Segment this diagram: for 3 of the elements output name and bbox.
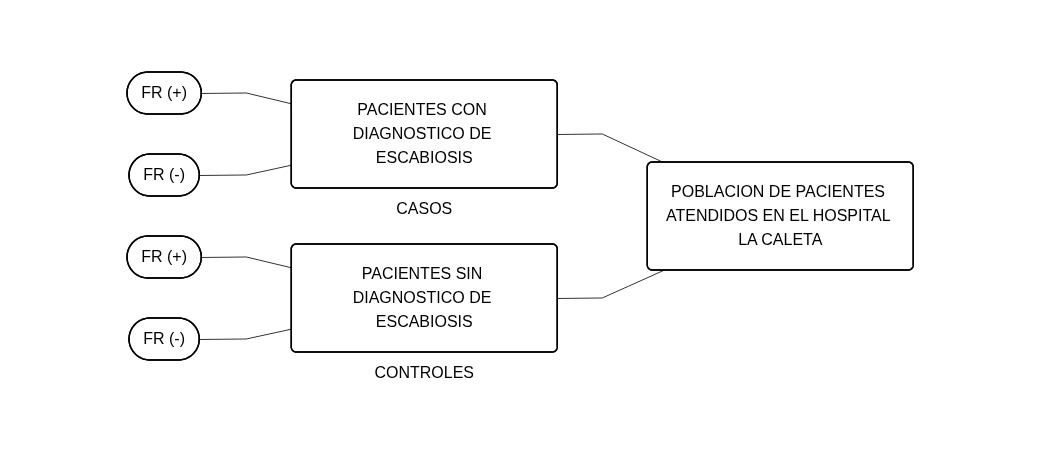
node-caption: CONTROLES bbox=[374, 363, 474, 381]
connector bbox=[557, 269, 664, 299]
node-caption: CASOS bbox=[396, 199, 453, 217]
